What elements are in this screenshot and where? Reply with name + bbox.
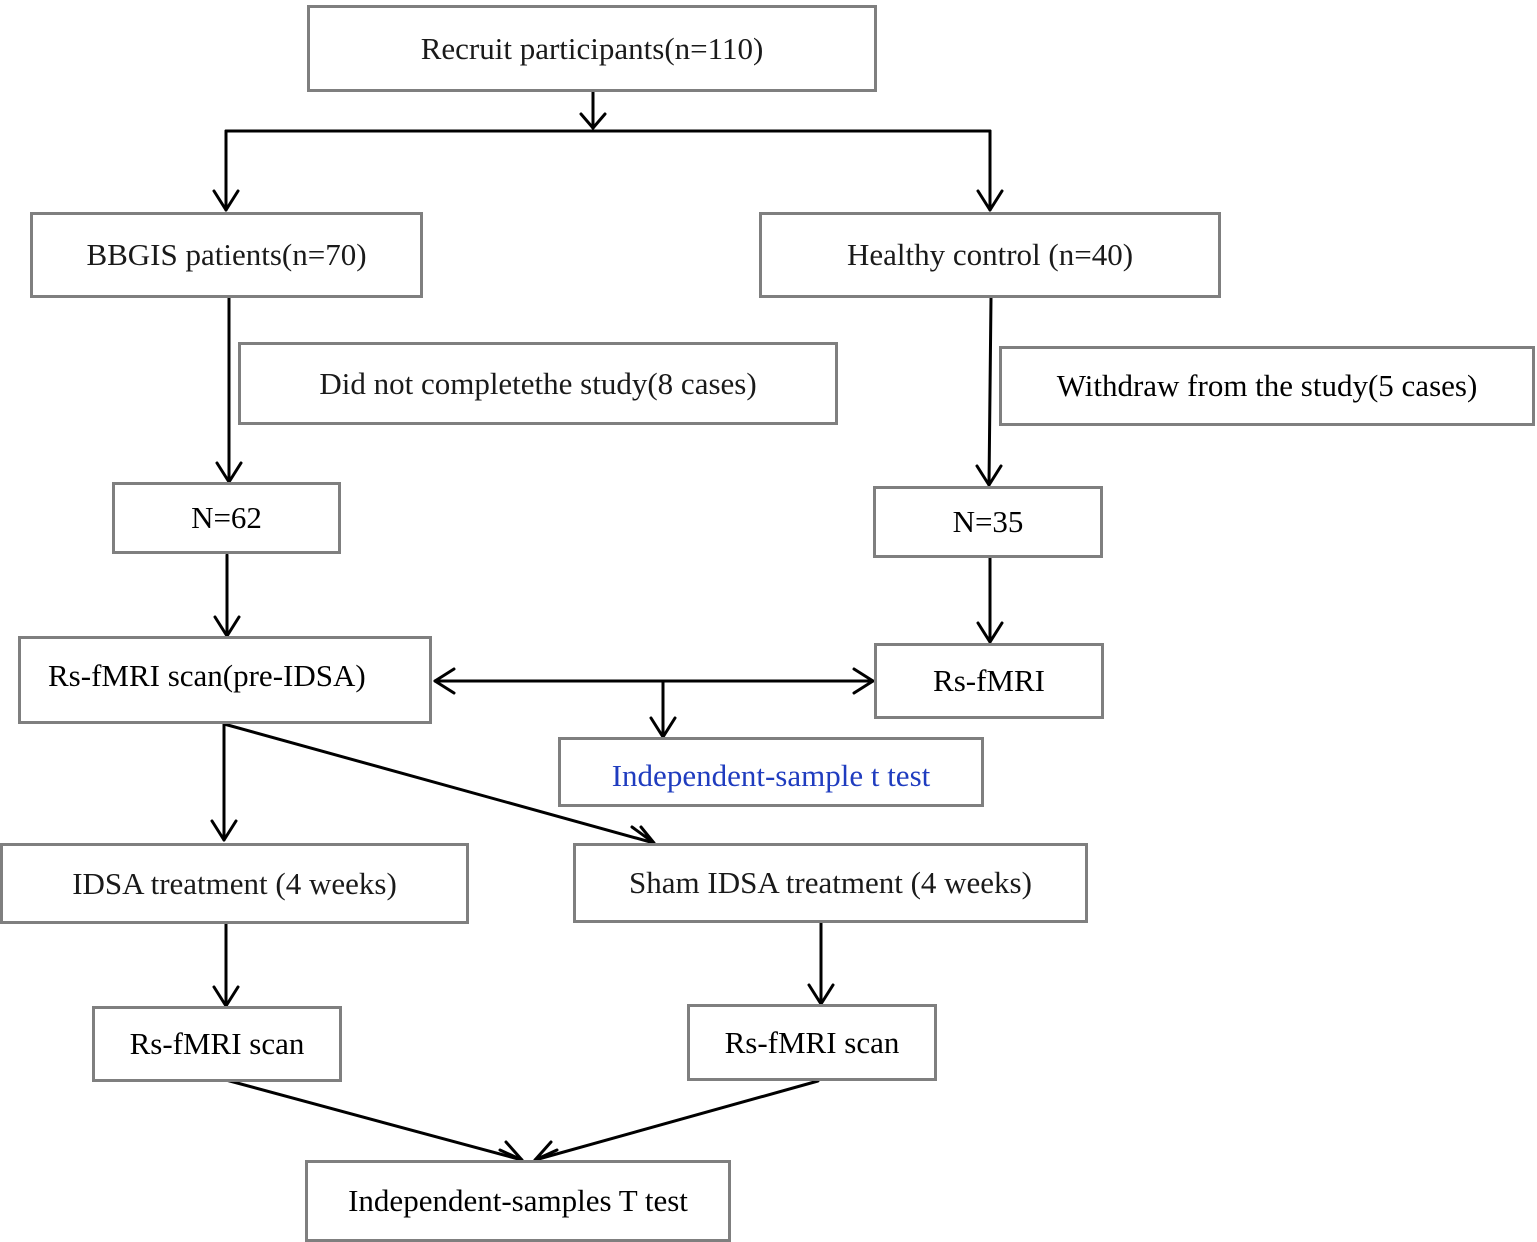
independent-sample-t-test-box: Independent-sample t test xyxy=(558,737,984,807)
idsa-treatment-label: IDSA treatment (4 weeks) xyxy=(72,865,397,901)
rs-fmri-control-label: Rs-fMRI xyxy=(933,663,1045,698)
withdraw-box: Withdraw from the study(5 cases) xyxy=(999,346,1535,426)
rs-fmri-scan-left-box: Rs-fMRI scan xyxy=(92,1006,342,1082)
recruit-participants-label: Recruit participants(n=110) xyxy=(420,30,764,66)
rs-fmri-pre-idsa-box: Rs-fMRI scan(pre-IDSA) xyxy=(18,636,432,724)
n35-label: N=35 xyxy=(952,504,1024,539)
independent-sample-t-test-label: Independent-sample t test xyxy=(611,758,931,793)
bbgis-patients-box: BBGIS patients(n=70) xyxy=(30,212,423,298)
independent-samples-t-test-final-label: Independent-samples T test xyxy=(348,1183,688,1218)
sham-idsa-treatment-label: Sham IDSA treatment (4 weeks) xyxy=(629,865,1032,900)
recruit-participants-box: Recruit participants(n=110) xyxy=(307,5,877,92)
did-not-complete-label: Did not completethe study(8 cases) xyxy=(319,365,757,401)
independent-samples-t-test-final-box: Independent-samples T test xyxy=(305,1160,731,1242)
rs-fmri-control-box: Rs-fMRI xyxy=(874,643,1104,719)
rs-fmri-scan-right-label: Rs-fMRI scan xyxy=(724,1024,900,1060)
rs-fmri-scan-right-box: Rs-fMRI scan xyxy=(687,1004,937,1081)
n62-box: N=62 xyxy=(112,482,341,554)
healthy-control-box: Healthy control (n=40) xyxy=(759,212,1221,298)
n35-box: N=35 xyxy=(873,486,1103,558)
bbgis-patients-label: BBGIS patients(n=70) xyxy=(86,237,367,272)
healthy-control-label: Healthy control (n=40) xyxy=(846,237,1134,272)
idsa-treatment-box: IDSA treatment (4 weeks) xyxy=(0,843,469,924)
rs-fmri-scan-left-label: Rs-fMRI scan xyxy=(129,1026,305,1061)
did-not-complete-box: Did not completethe study(8 cases) xyxy=(238,342,838,425)
sham-idsa-treatment-box: Sham IDSA treatment (4 weeks) xyxy=(573,843,1088,923)
withdraw-label: Withdraw from the study(5 cases) xyxy=(1056,368,1478,403)
n62-label: N=62 xyxy=(191,500,262,535)
rs-fmri-pre-idsa-label: Rs-fMRI scan(pre-IDSA) xyxy=(48,658,366,693)
